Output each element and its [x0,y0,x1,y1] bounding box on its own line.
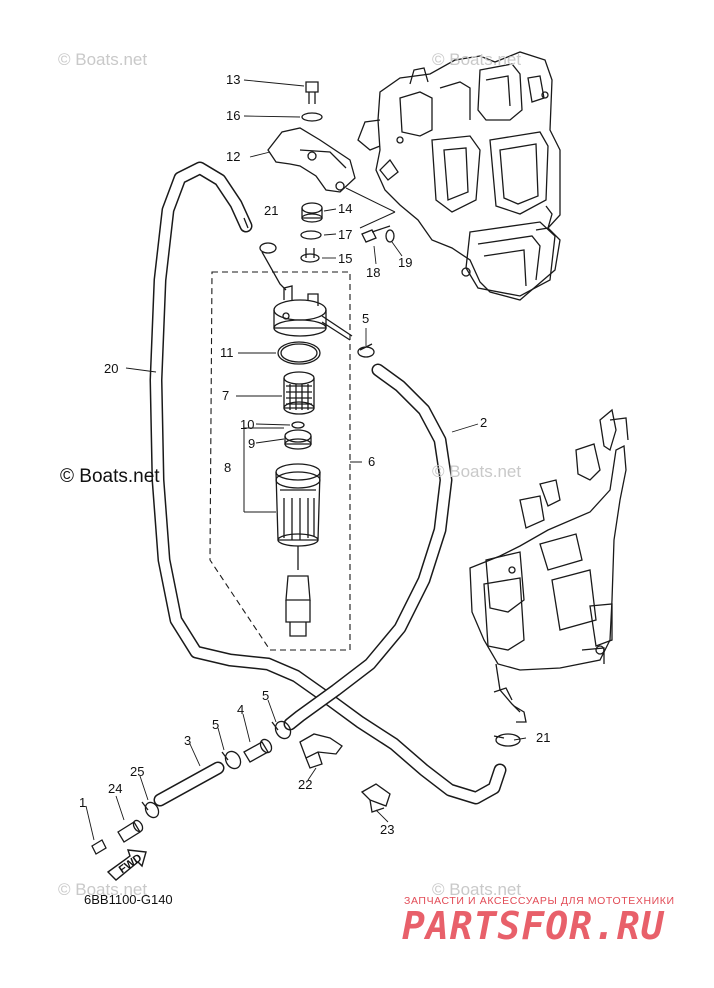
clamp-21-upper [259,242,287,291]
clamp-5-upper [357,343,375,358]
callout-label: 14 [338,201,353,216]
callout-label: 5 [212,717,220,732]
callout-label: 12 [226,149,241,164]
grommet-14 [301,202,323,223]
float-9 [284,429,312,450]
callout-label: 5 [262,688,270,703]
collar-17 [300,230,322,240]
hose-holder-22 [299,733,343,769]
callout-label: 4 [237,702,245,717]
copyright-text: © Boats.net [60,466,160,487]
washer-19 [385,229,395,243]
clip-10 [291,421,305,429]
callout-label: 10 [240,417,255,432]
hose-3 [153,761,225,807]
callout-label: 1 [79,795,87,810]
leader-lines [85,79,527,841]
filter-bowl-8 [275,463,321,547]
callout-label: 20 [104,361,119,376]
callout-label: 6 [368,454,376,469]
watermark: © Boats.net [432,880,522,899]
bracket-12 [267,127,356,193]
watermark: © Boats.net [58,50,148,69]
bolt-13 [305,81,319,104]
callout-label: 8 [224,460,232,475]
hose-holder-23 [360,783,391,813]
brand-tagline: ЗАПЧАСТИ И АКСЕССУАРЫ ДЛЯ МОТОТЕХНИКИ [404,895,675,907]
bolt-18 [361,225,391,243]
callout-label: 22 [298,777,313,792]
brand-logo: PARTSFOR.RU [402,904,665,948]
clamp-25 [141,801,160,819]
callout-label: 2 [480,415,488,430]
connector-24 [117,819,144,843]
callout-label: 9 [248,436,256,451]
callout-label: 24 [108,781,123,796]
o-ring-11-inner [280,343,318,363]
callout-label: 13 [226,72,241,87]
filter-assembly-box [209,271,351,651]
callout-label: 5 [362,311,370,326]
callout-label: 25 [130,764,145,779]
sensor-connector [285,575,311,637]
callout-label: 16 [226,108,241,123]
callout-label: 3 [184,733,192,748]
connector-4 [243,738,273,763]
o-ring-11 [277,341,321,365]
callout-label: 21 [536,730,551,745]
filter-element-7 [283,371,315,415]
plug-1 [91,839,107,855]
callout-label: 23 [380,822,395,837]
watermark: © Boats.net [58,880,148,899]
fwd-arrow [106,849,147,881]
engine-block-lower [469,408,629,723]
callout-label: 15 [338,251,353,266]
callout-label: 17 [338,227,353,242]
washer-16 [301,112,323,122]
filter-head [273,285,353,341]
watermark: © Boats.net [432,50,522,69]
callout-label: 19 [398,255,413,270]
diagram-code: 6BB1100-G140 [84,892,173,907]
clamp-5-lower [221,750,242,770]
engine-block-upper [357,51,561,301]
collar-15 [300,248,320,263]
callout-label: 21 [264,203,279,218]
callout-label: 7 [222,388,230,403]
callout-label: 11 [220,345,234,360]
clamp-5-middle [271,720,292,740]
watermark: © Boats.net [432,462,522,481]
clamp-21-lower [493,733,521,747]
callout-label: 18 [366,265,381,280]
